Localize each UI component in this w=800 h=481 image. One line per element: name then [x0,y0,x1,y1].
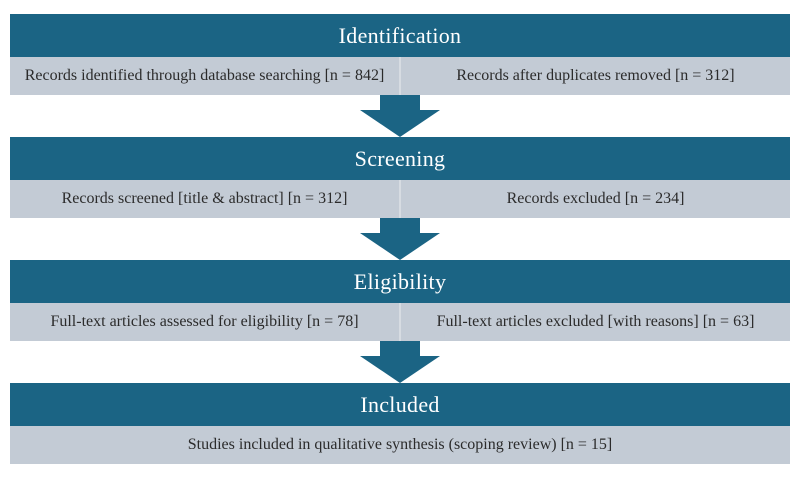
stage-eligibility: Eligibility Full-text articles assessed … [10,260,790,341]
cell-records-identified: Records identified through database sear… [24,67,385,84]
stage-cells-included: Studies included in qualitative synthesi… [10,426,790,464]
stage-cells-eligibility: Full-text articles assessed for eligibil… [10,303,790,341]
stage-included: Included Studies included in qualitative… [10,383,790,464]
stage-cells-identification: Records identified through database sear… [10,57,790,95]
stage-title: Eligibility [353,268,447,294]
cell-studies-included: Studies included in qualitative synthesi… [187,436,613,453]
stage-title: Included [360,391,440,417]
stage-title: Screening [354,145,446,171]
stage-header-screening: Screening [10,137,790,180]
stage-header-eligibility: Eligibility [10,260,790,303]
cell-divider [399,57,401,95]
cell-records-screened: Records screened [title & abstract] [n =… [61,190,348,207]
stage-screening: Screening Records screened [title & abst… [10,137,790,218]
stage-header-included: Included [10,383,790,426]
cell-divider [399,303,401,341]
flow-arrow-1 [10,95,790,137]
flow-arrow-3 [10,341,790,383]
down-arrow-icon [360,218,440,260]
stage-title: Identification [338,22,462,48]
cell-records-after-duplicates: Records after duplicates removed [n = 31… [456,67,735,84]
flow-arrow-2 [10,218,790,260]
down-arrow-icon [360,95,440,137]
cell-fulltext-assessed: Full-text articles assessed for eligibil… [50,313,359,330]
stage-header-identification: Identification [10,14,790,57]
down-arrow-icon [360,341,440,383]
stage-identification: Identification Records identified throug… [10,14,790,95]
stage-cells-screening: Records screened [title & abstract] [n =… [10,180,790,218]
cell-fulltext-excluded: Full-text articles excluded [with reason… [436,313,755,330]
cell-divider [399,180,401,218]
cell-records-excluded: Records excluded [n = 234] [506,190,685,207]
